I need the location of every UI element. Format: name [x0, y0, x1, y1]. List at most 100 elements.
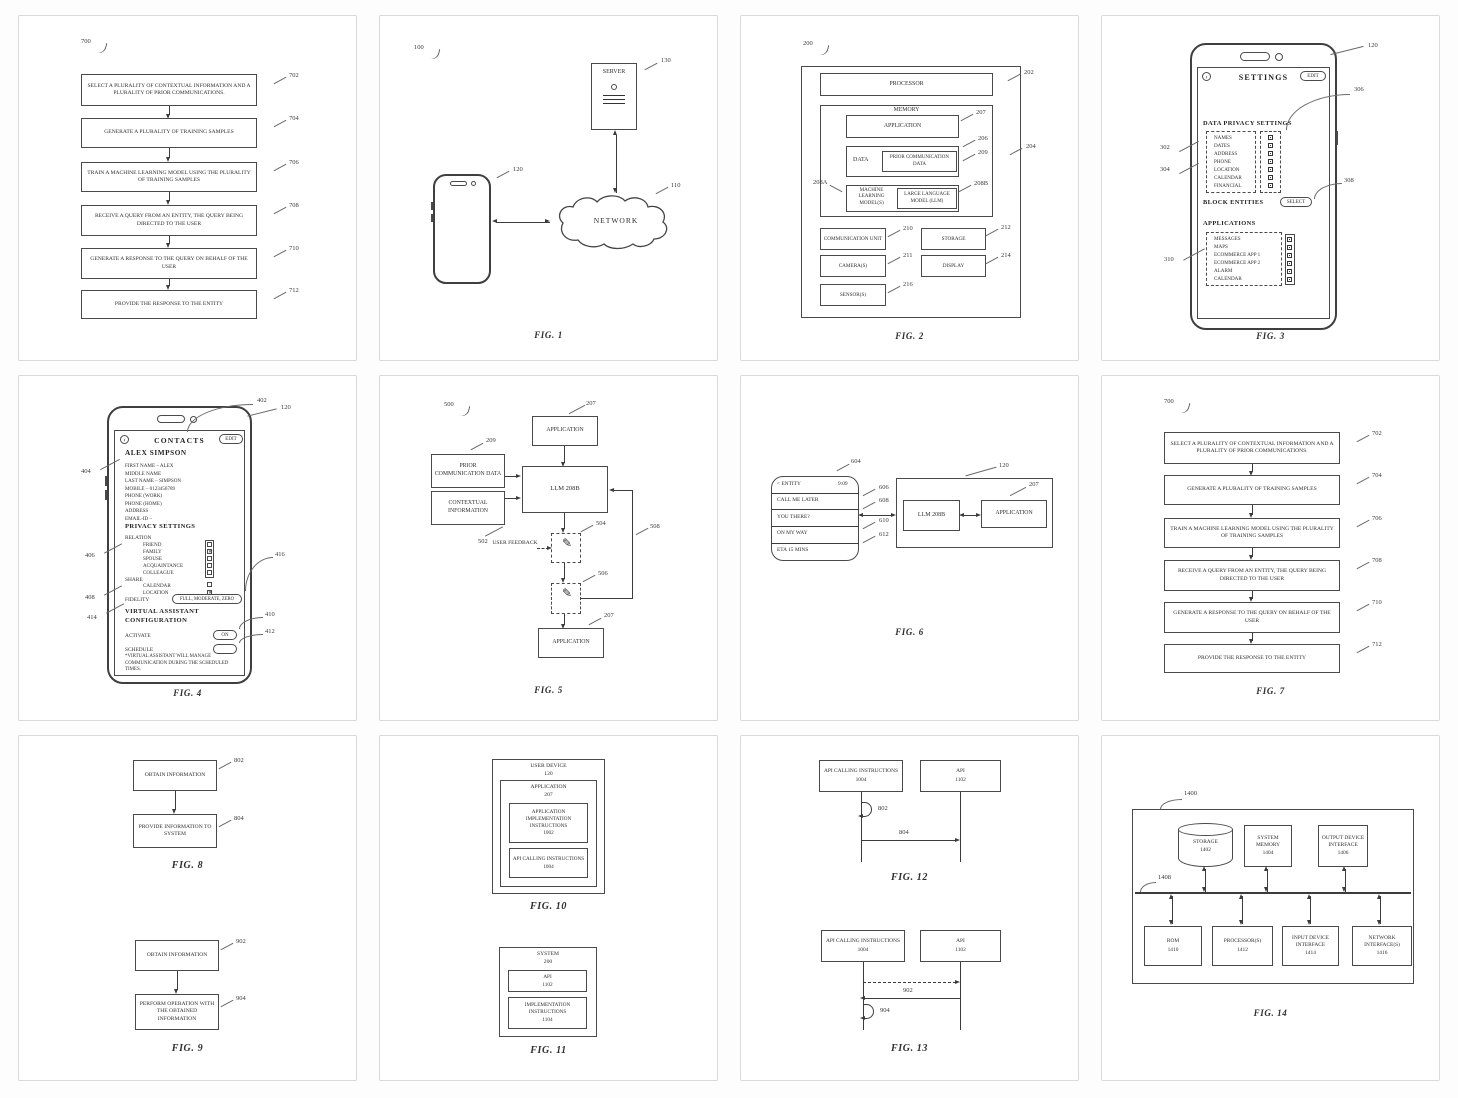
figure-page-fig12-fig13[interactable]: API CALLING INSTRUCTIONS 1004 API 1102 8…: [740, 735, 1079, 1081]
flow-step-box: GENERATE A PLURALITY OF TRAINING SAMPLES: [1164, 475, 1340, 505]
api-num: 1102: [955, 776, 966, 783]
arrow-line: [1252, 548, 1253, 557]
figure-page-fig5[interactable]: 500 APPLICATION 207 PRIOR COMMUNICATION …: [379, 375, 718, 721]
arrowhead: [172, 809, 176, 814]
arrow-line: [169, 279, 170, 286]
api-box: API 1102: [920, 760, 1001, 792]
ref-label: 414: [87, 614, 97, 621]
ref-label: 710: [1372, 599, 1382, 606]
leader-line: [484, 526, 504, 537]
ref-label: 308: [1344, 177, 1354, 184]
arrowhead: [609, 487, 614, 492]
leader-line: [862, 501, 876, 510]
arrowhead: [955, 979, 960, 984]
checkbox-icon: [207, 582, 212, 587]
chat-time: 9:09: [838, 481, 848, 487]
api-calling-instructions-num: 1004: [543, 863, 554, 870]
relation-item: COLLEAGUE: [143, 570, 174, 576]
applications-heading: APPLICATIONS: [1203, 220, 1256, 227]
chat-message: ON MY WAY: [777, 530, 808, 536]
checkbox-icon: [207, 556, 212, 561]
leader-line: [568, 404, 586, 415]
arrow-line: [1267, 869, 1268, 892]
checkbox-icon: [1287, 277, 1292, 282]
figure-number-label: 700: [81, 38, 91, 45]
arrow-line: [169, 236, 170, 244]
arrow-line: [177, 971, 178, 990]
arrow-line: [861, 515, 894, 516]
figure-page-fig2[interactable]: 200 PROCESSOR 202 MEMORY 204 APPLICATION…: [740, 15, 1079, 361]
flow-step-box: RECEIVE A QUERY FROM AN ENTITY, THE QUER…: [81, 205, 257, 236]
application-item: ECOMMERCE APP 1: [1214, 252, 1261, 258]
figure-page-fig3[interactable]: 120 ‹ SETTINGS EDIT DATA PRIVACY SETTING…: [1101, 15, 1440, 361]
checkbox-icon: [1287, 237, 1292, 242]
figure-page-fig6[interactable]: < ENTITY 9:09 CALL ME LATER YOU THERE? O…: [740, 375, 1079, 721]
api-calling-instructions-box: API CALLING INSTRUCTIONS 1004: [819, 760, 903, 792]
arrowhead: [613, 188, 617, 193]
contact-field: FIRST NAME – ALEX: [125, 463, 174, 469]
application-box: [500, 780, 597, 887]
share-item: LOCATION: [143, 590, 169, 596]
application-num: 207: [544, 792, 553, 798]
arrowhead: [891, 512, 896, 517]
activate-toggle: ON: [213, 630, 237, 640]
leader-line: [218, 819, 232, 828]
figure-page-fig8-fig9[interactable]: OBTAIN INFORMATION 802 PROVIDE INFORMATI…: [18, 735, 357, 1081]
ref-label: 612: [879, 531, 889, 538]
ref-label: 208A: [813, 179, 828, 186]
figure-page-fig7[interactable]: 700 SELECT A PLURALITY OF CONTEXTUAL INF…: [1101, 375, 1440, 721]
arrowhead: [516, 495, 521, 500]
ref-label: 702: [289, 72, 299, 79]
figure-page-fig14[interactable]: 1400 STORAGE 1402 SYSTEM MEMORY 1404 OUT…: [1101, 735, 1440, 1081]
ref-label: 1408: [1158, 874, 1171, 881]
ref-label: 120: [1368, 42, 1378, 49]
checkbox-icon: [1268, 159, 1273, 164]
ref-label: 207: [976, 109, 986, 116]
computer-system-box: [1132, 809, 1414, 984]
figure-page-flowchart-700[interactable]: 700 SELECT A PLURALITY OF CONTEXTUAL INF…: [18, 15, 357, 361]
leader-line: [588, 617, 602, 626]
leader-curve: [1160, 799, 1182, 809]
phone-notch-pill: [450, 181, 467, 186]
figure-page-fig10-fig11[interactable]: USER DEVICE 120 APPLICATION 207 APPLICAT…: [379, 735, 718, 1081]
lifeline: [960, 962, 961, 1030]
contextual-info-box: CONTEXTUAL INFORMATION: [431, 491, 505, 525]
ref-label: 210: [903, 225, 913, 232]
arrowhead: [1239, 894, 1243, 899]
ref-label: 408: [85, 594, 95, 601]
relation-item: ACQUAINTANCE: [143, 563, 184, 569]
ref-label: 606: [879, 484, 889, 491]
feedback-loop-line: [632, 490, 634, 599]
arrow-line: [861, 840, 956, 841]
ref-label: 412: [265, 628, 275, 635]
arrow-line: [505, 498, 518, 499]
figure-page-fig4[interactable]: 402 120 ‹ CONTACTS EDIT ALEX SIMPSON 404…: [18, 375, 357, 721]
checkbox-icon: [1268, 143, 1273, 148]
application-item: ALARM: [1214, 268, 1233, 274]
leader-line: [273, 249, 287, 258]
feedback-loop-line: [581, 598, 632, 600]
api-calling-instructions-box: API CALLING INSTRUCTIONS 1004: [821, 930, 905, 962]
storage-num: 1402: [1200, 847, 1211, 853]
server-vent-line: [603, 98, 625, 100]
leader-line: [965, 466, 997, 477]
figure-page-fig1[interactable]: 100 SERVER 130 120 NETWORK 110 FIG. 1: [379, 15, 718, 361]
arrowhead: [561, 528, 565, 533]
ml-models-box: [846, 185, 959, 212]
figure-caption: FIG. 4: [173, 688, 202, 698]
checkbox-icon: [207, 563, 212, 568]
api-label: API: [543, 973, 552, 980]
arrow-line: [863, 998, 960, 999]
leader-line: [862, 488, 876, 497]
server-vent-line: [603, 94, 625, 96]
ref-label: 704: [1372, 472, 1382, 479]
arrowhead: [1249, 639, 1253, 644]
flow-step-box: GENERATE A RESPONSE TO THE QUERY ON BEHA…: [81, 248, 257, 279]
back-glyph: ‹: [123, 435, 126, 444]
server-vent-line: [603, 102, 625, 104]
flow-step-box: PROVIDE THE RESPONSE TO THE ENTITY: [81, 290, 257, 319]
checkbox-icon: [207, 570, 212, 575]
block-entities-heading: BLOCK ENTITIES: [1203, 199, 1264, 206]
self-call-loop: [862, 802, 872, 817]
arrowhead: [492, 219, 497, 223]
